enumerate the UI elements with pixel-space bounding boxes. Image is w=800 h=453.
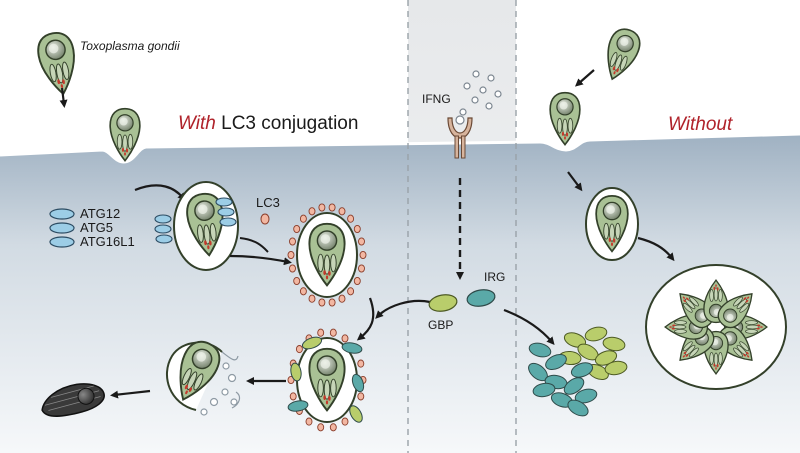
irg-aggregate-unit (545, 353, 567, 371)
irg-aggregate-unit (563, 377, 585, 395)
irg-aggregate-unit (570, 362, 594, 378)
gbp-aggregate-unit (584, 326, 608, 342)
irg-molecule (466, 289, 496, 307)
lc3-dot (299, 214, 307, 223)
lc3-dot (318, 203, 326, 212)
replicating-vacuole (645, 264, 787, 390)
arrow-to-lc3-vacuole (229, 254, 292, 266)
lc3-dot (308, 207, 316, 216)
lc3-dot (305, 417, 313, 426)
atg16l1-oval (49, 236, 75, 248)
arrow-to-coated-vacuole (356, 297, 375, 341)
gbp-label: GBP (428, 318, 453, 332)
lc3-dot (299, 287, 307, 296)
atg5-oval (49, 222, 75, 234)
atg5-label: ATG5 (80, 220, 113, 235)
lc3-molecule (260, 213, 270, 225)
atg-complex-legend: ATG12 ATG5 ATG16L1 (49, 206, 135, 249)
lc3-dot (328, 298, 336, 307)
ruptured-vacuole (166, 335, 241, 416)
atg16l1-label: ATG16L1 (80, 234, 135, 249)
lc3-dot (347, 287, 355, 296)
lc3-dot (353, 224, 361, 234)
gbp-molecule (428, 294, 458, 312)
plasma-membrane (0, 132, 800, 164)
gbp-irg-aggregates (528, 326, 628, 417)
lc3-dot (357, 359, 365, 368)
lc3-label: LC3 (256, 195, 280, 210)
lc3-dot (287, 250, 295, 260)
arrow-to-entry-right (574, 69, 595, 87)
vacuole-with-atg (154, 181, 239, 271)
gbp-aggregate-unit (602, 336, 626, 352)
arrow-gbp-to-vacuole (375, 299, 431, 319)
lc3-dot (341, 334, 349, 343)
arrow-to-vacuole (134, 184, 186, 202)
lc3-dot (289, 237, 296, 246)
ifng-label: IFNG (422, 92, 451, 106)
lc3-dot (317, 423, 325, 432)
ifng-receptor (447, 115, 473, 159)
ifng-molecules (459, 70, 502, 116)
lc3-ring (287, 203, 367, 307)
irg-aggregate-unit (574, 388, 598, 404)
without-heading: Without (668, 114, 733, 135)
lc3-join-line (239, 237, 269, 253)
lc3-dot (317, 328, 325, 337)
lc3-dot (358, 264, 365, 273)
arrow-to-aggregates (503, 308, 555, 346)
destroyed-parasite (41, 383, 105, 417)
with-lc3-heading: With LC3 conjugation (178, 113, 358, 134)
lc3-dot (358, 237, 365, 246)
irg-aggregate-unit (567, 399, 589, 417)
lc3-dot (293, 276, 301, 286)
lc3-dot (338, 207, 346, 216)
lc3-dot (289, 392, 297, 401)
lc3-dot (295, 345, 303, 354)
lc3-dot (318, 298, 326, 307)
lc3-dot (357, 392, 365, 401)
atg12-label: ATG12 (80, 206, 120, 221)
toxoplasma-label: Toxoplasma gondii (80, 39, 180, 53)
arrow-to-vacuole-right (567, 171, 583, 192)
lc3-dot (328, 203, 336, 212)
lc3-dot (341, 417, 349, 426)
lc3-decorated-vacuole (287, 203, 367, 307)
irg-label: IRG (484, 270, 505, 284)
gbp-irg-pair (428, 289, 496, 312)
atg12-oval (49, 208, 75, 220)
lc3-dot (289, 264, 296, 273)
lc3-dot (293, 224, 301, 234)
arrow-to-entry-left (59, 87, 68, 108)
lc3-dot (347, 214, 355, 223)
gbp-irg-coated-vacuole (287, 328, 367, 432)
gbp-aggregate-unit (604, 360, 628, 376)
arrow-to-dead-parasite (110, 389, 151, 399)
lc3-dot (329, 423, 337, 432)
lc3-dot (329, 328, 337, 337)
irg-aggregate-unit (532, 382, 556, 398)
lc3-dot (308, 294, 316, 303)
irg-aggregate-unit (528, 342, 552, 358)
vacuole-right (585, 187, 639, 261)
arrow-to-replication (637, 236, 675, 262)
lc3-dot (338, 294, 346, 303)
lc3-dot (353, 276, 361, 286)
lc3-dot (359, 250, 367, 260)
